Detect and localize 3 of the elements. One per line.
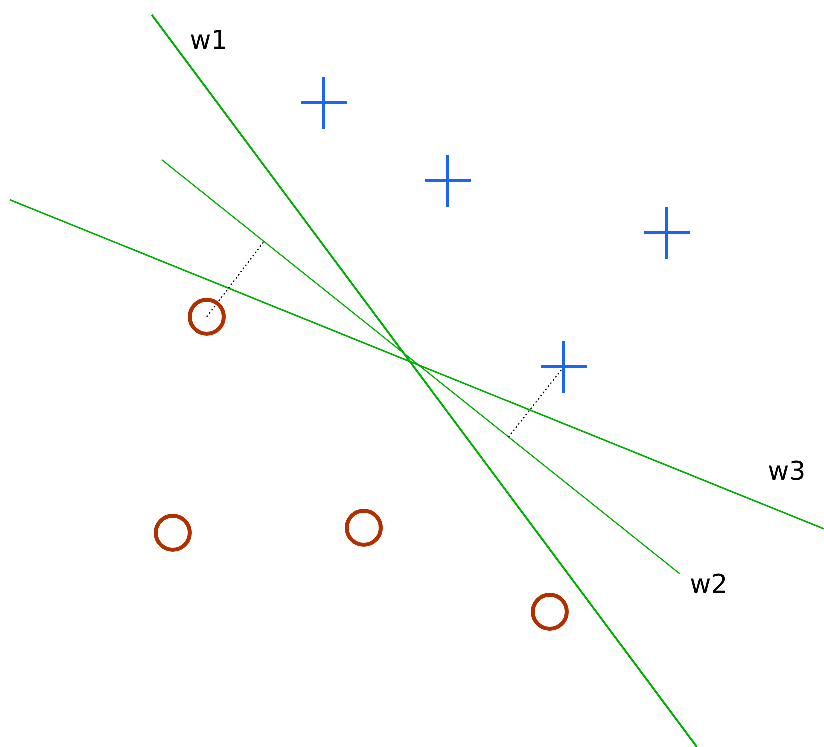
line-label: w1 [190, 26, 228, 56]
line-label: w2 [690, 570, 728, 600]
line-label: w3 [768, 457, 806, 487]
